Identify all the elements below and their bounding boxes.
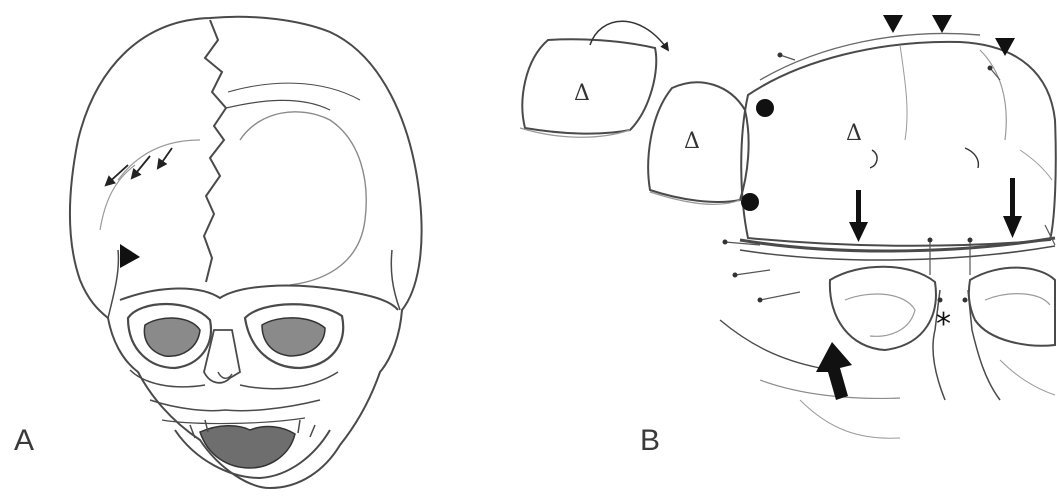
rotation-arrow xyxy=(590,21,668,50)
flap-symbol-1: Δ xyxy=(574,81,590,106)
mouth-dark xyxy=(200,426,295,468)
flap-symbol-3: Δ xyxy=(846,121,862,146)
arrowhead-marker-1 xyxy=(883,15,903,33)
down-arrow-right xyxy=(1003,178,1022,238)
up-arrow xyxy=(816,342,852,400)
panel-label-b: B xyxy=(640,424,660,458)
flap-symbol-2: Δ xyxy=(684,129,700,154)
arrowhead-marker-2 xyxy=(932,15,952,33)
panel-b-reconstruction xyxy=(520,21,1056,438)
panel-b-markers xyxy=(741,15,1022,400)
arrowhead-marker-3 xyxy=(995,38,1015,56)
frontal-bone-flap xyxy=(741,42,1056,246)
dot-marker-lower xyxy=(741,193,759,211)
b-right-orbit xyxy=(969,268,1055,346)
b-left-orbit xyxy=(830,267,936,350)
arrowhead-marker-a xyxy=(120,244,140,268)
forehead-arrows xyxy=(106,148,172,185)
asterisk-marker: * xyxy=(936,307,951,342)
dot-marker-upper xyxy=(756,99,774,117)
down-arrow-left xyxy=(849,190,868,242)
fixation-wires xyxy=(725,55,1055,300)
midline-suture xyxy=(204,20,226,282)
fixation-dots xyxy=(723,53,993,303)
supraorbital-bar xyxy=(740,238,1055,251)
panel-label-a: A xyxy=(14,424,34,458)
